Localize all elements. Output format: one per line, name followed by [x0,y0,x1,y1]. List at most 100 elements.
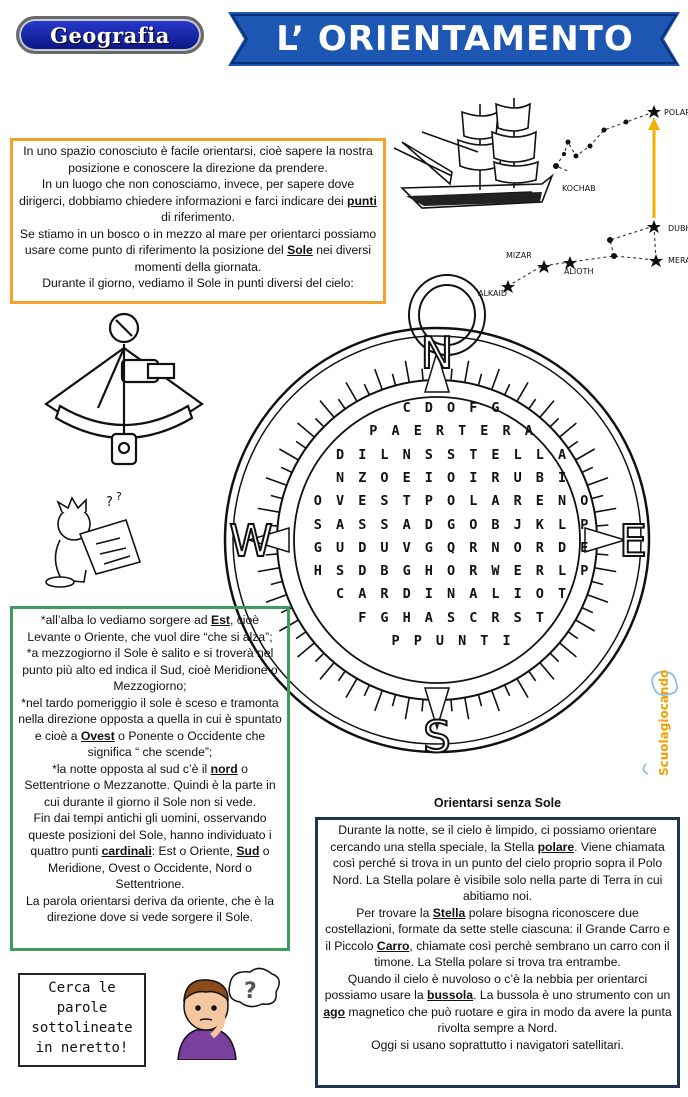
word-search-letter[interactable]: E [480,423,489,440]
word-search-letter[interactable]: R [469,563,478,580]
word-search-letter[interactable]: R [535,563,544,580]
word-search-letter[interactable]: N [491,539,500,556]
word-search-letter[interactable]: C [469,609,478,626]
word-search-letter[interactable]: A [469,586,478,603]
word-search-letter[interactable]: P [369,423,378,440]
word-search-letter[interactable]: O [447,400,456,416]
word-search-letter[interactable]: O [380,469,389,486]
word-search-letter[interactable]: E [580,539,589,556]
word-search-letter[interactable]: T [480,633,489,649]
word-search-letter[interactable]: J [513,516,522,533]
word-search-letter[interactable]: G [447,516,456,533]
word-search-letter[interactable]: I [424,586,433,603]
word-search-letter[interactable]: E [513,563,522,580]
word-search-letter[interactable]: E [491,446,500,463]
word-search-letter[interactable]: L [558,563,567,580]
word-search-letter[interactable]: E [358,493,367,510]
word-search-letter[interactable]: C [402,400,411,416]
word-search-letter[interactable]: U [435,633,445,649]
word-search-letter[interactable]: N [558,493,567,510]
word-search-letter[interactable]: G [424,539,433,556]
word-search-letter[interactable]: Q [447,539,456,556]
word-search-letter[interactable]: Z [358,469,367,486]
word-search-letter[interactable]: G [491,400,500,416]
word-search-letter[interactable]: D [402,586,411,603]
word-search-letter[interactable]: A [336,516,345,533]
word-search-letter[interactable]: C [336,586,345,603]
word-search-letter[interactable]: D [558,539,567,556]
word-search-letter[interactable]: P [413,633,422,649]
word-search-letter[interactable]: S [336,563,345,580]
word-search-letter[interactable]: R [535,539,544,556]
word-search-letter[interactable]: F [358,609,367,626]
word-search-letter[interactable]: E [402,469,411,486]
word-search-letter[interactable]: R [380,586,389,603]
word-search-letter[interactable]: O [447,493,456,510]
word-search-letter[interactable]: S [358,516,367,533]
word-search-letter[interactable]: D [358,539,367,556]
word-search-letter[interactable]: R [491,469,500,486]
word-search-letter[interactable]: N [402,446,411,463]
word-search-letter[interactable]: D [424,400,433,416]
word-search-letter[interactable]: A [524,423,533,440]
word-search-letter[interactable]: B [380,563,389,580]
word-search-letter[interactable]: B [491,516,500,533]
word-search-letter[interactable]: E [535,493,544,510]
word-search-letter[interactable]: A [402,516,411,533]
word-search-letter[interactable]: A [558,446,567,463]
word-search-letter[interactable]: I [424,469,433,486]
word-search-letter[interactable]: A [391,423,400,440]
word-search-letter[interactable]: R [502,423,511,440]
word-search-letter[interactable]: T [469,446,478,463]
word-search-letter[interactable]: S [447,446,456,463]
word-search-letter[interactable]: U [380,539,389,556]
word-search-letter[interactable]: P [424,493,433,510]
word-search-letter[interactable]: B [535,469,544,486]
word-search-letter[interactable]: U [336,539,345,556]
word-search-letter[interactable]: I [502,633,511,649]
word-search-letter[interactable]: O [469,516,478,533]
word-search-letter[interactable]: L [380,446,389,463]
word-search-letter[interactable]: G [313,539,322,556]
word-search-letter[interactable]: A [491,493,500,510]
word-search-letter[interactable]: S [380,516,389,533]
word-search-letter[interactable]: P [391,633,400,649]
word-search-letter[interactable]: S [513,609,522,626]
word-search-letter[interactable]: D [336,446,345,463]
word-search-letter[interactable]: L [469,493,478,510]
word-search-letter[interactable]: R [469,539,478,556]
word-search-letter[interactable]: H [313,563,322,580]
word-search-letter[interactable]: F [469,400,478,416]
word-search-letter[interactable]: V [402,539,411,556]
word-search-letter[interactable]: S [380,493,389,510]
word-search-letter[interactable]: N [447,586,456,603]
word-search-letter[interactable]: I [358,446,367,463]
word-search-letter[interactable]: I [513,586,522,603]
word-search-letter[interactable]: T [535,609,544,626]
word-search-letter[interactable]: G [380,609,389,626]
word-search-letter[interactable]: S [447,609,456,626]
word-search-letter[interactable]: R [435,423,445,440]
word-search-letter[interactable]: T [402,493,411,510]
word-search-letter[interactable]: E [413,423,422,440]
word-search-letter[interactable]: O [447,469,456,486]
word-search-letter[interactable]: I [558,469,567,486]
word-search-letter[interactable]: O [447,563,456,580]
word-search-letter[interactable]: N [336,469,345,486]
word-search-letter[interactable]: D [424,516,433,533]
word-search-letter[interactable]: T [458,423,467,440]
word-search-letter[interactable]: O [513,539,522,556]
word-search-letter[interactable]: R [491,609,500,626]
word-search-letter[interactable]: G [402,563,411,580]
word-search-letter[interactable]: L [513,446,522,463]
word-search-letter[interactable]: P [580,563,589,580]
word-search-letter[interactable]: A [424,609,433,626]
word-search-letter[interactable]: H [424,563,433,580]
word-search-letter[interactable]: S [313,516,322,533]
word-search-letter[interactable]: A [358,586,367,603]
word-search-letter[interactable]: V [336,493,345,510]
word-search-letter[interactable]: H [402,609,411,626]
word-search-letter[interactable]: O [535,586,544,603]
word-search-letter[interactable]: L [558,516,567,533]
word-search-letter[interactable]: W [491,563,500,580]
